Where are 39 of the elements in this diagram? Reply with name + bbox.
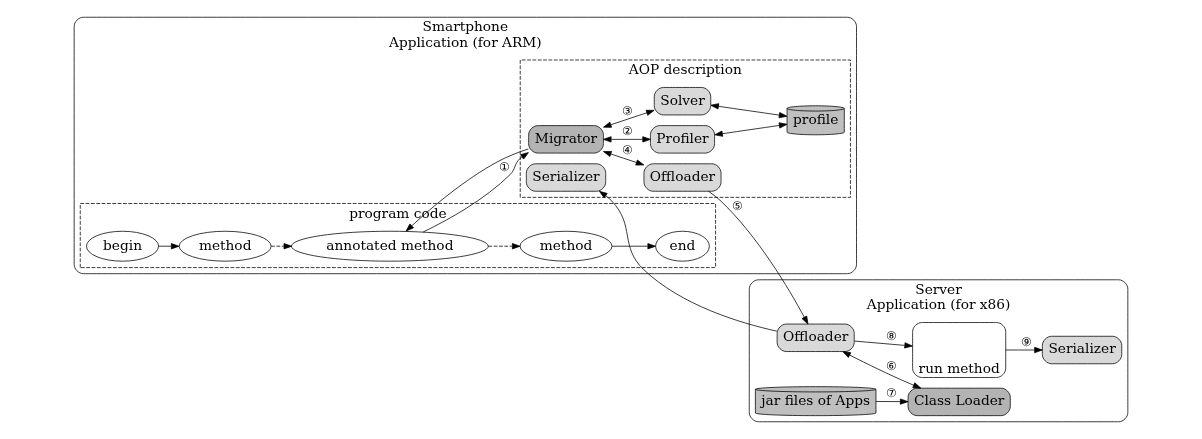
edge-label: ⑧ [886, 328, 898, 343]
node-box: Serializer [1041, 335, 1123, 365]
node-ellipse: begin [86, 230, 159, 262]
edge-label: ① [498, 159, 510, 174]
edge-label: ③ [622, 103, 634, 118]
arrow [611, 243, 656, 250]
edge-label: ⑨ [1020, 335, 1032, 350]
edge-label: ⑤ [731, 199, 743, 214]
arrow [710, 103, 788, 119]
edge-label: ⑦ [886, 386, 898, 401]
node-ellipse: annotated method [291, 230, 489, 262]
node-box: Migrator [528, 125, 604, 154]
node-ellipse: end [655, 230, 710, 262]
edge-label: ⑥ [886, 358, 898, 373]
node-box: Class Loader [907, 387, 1011, 417]
edge-label: ④ [622, 143, 634, 158]
arrow [599, 190, 778, 332]
arrow [1005, 346, 1043, 354]
node-box: Serializer [525, 163, 607, 192]
edge-label: ② [622, 124, 634, 139]
arrow [714, 122, 788, 137]
node-ellipse: method [519, 230, 613, 262]
node-box: run method [912, 322, 1007, 378]
node-box: Profiler [650, 125, 715, 154]
arrow [405, 148, 529, 232]
arrow [270, 243, 292, 250]
node-box: Solver [653, 87, 712, 116]
arrow [875, 398, 909, 405]
arrow [842, 351, 922, 389]
arrow [422, 152, 529, 233]
arrow [603, 151, 645, 166]
arrow [603, 109, 655, 128]
arrow [158, 243, 180, 250]
arrow [487, 243, 521, 250]
node-box: Offloader [776, 323, 855, 352]
node-box: Offloader [643, 163, 722, 192]
arrow [603, 136, 651, 143]
node-ellipse: method [178, 230, 272, 262]
arrow [854, 340, 913, 349]
